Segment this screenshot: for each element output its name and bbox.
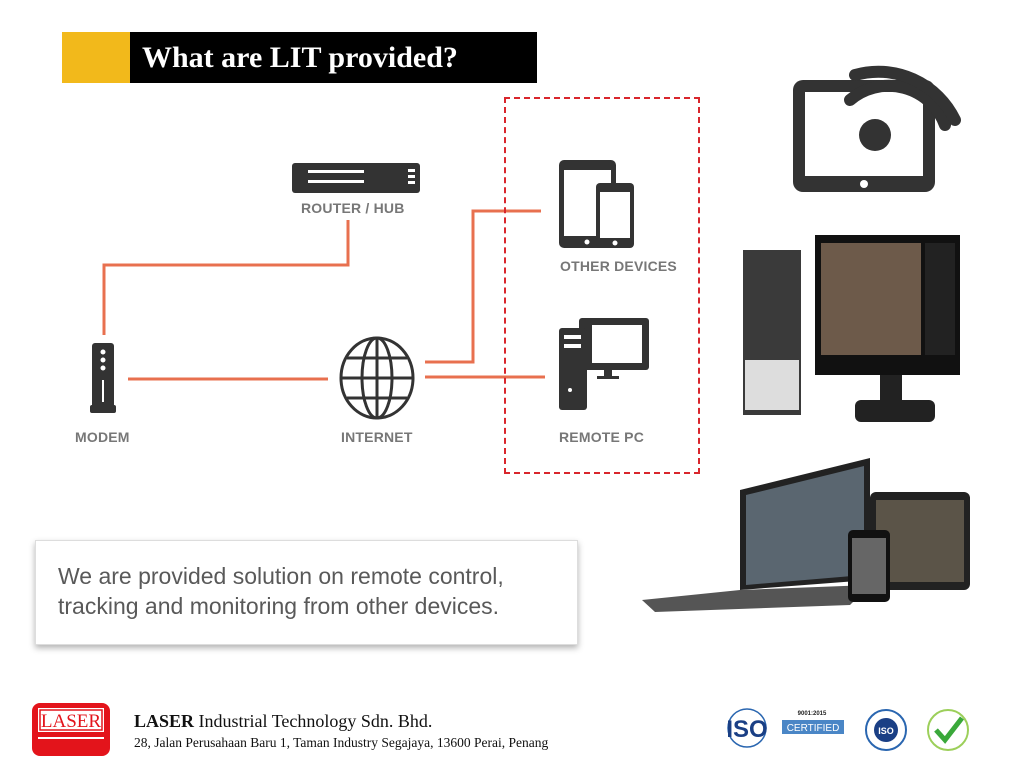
desktop-pc-icon bbox=[559, 318, 649, 410]
company-name: LASER Industrial Technology Sdn. Bhd. bbox=[134, 711, 433, 731]
internet-label: INTERNET bbox=[341, 429, 413, 445]
modem-icon bbox=[90, 343, 116, 413]
connection-lines bbox=[102, 209, 545, 381]
globe-icon bbox=[339, 336, 415, 420]
page-title: What are LIT provided? bbox=[130, 32, 537, 83]
iso-seal-icon: ISO bbox=[865, 709, 907, 751]
svg-text:ISO: ISO bbox=[878, 726, 894, 736]
title-accent bbox=[62, 32, 130, 83]
svg-text:9001:2015: 9001:2015 bbox=[798, 711, 827, 717]
router-modem-line bbox=[102, 220, 350, 335]
other-devices-label: OTHER DEVICES bbox=[560, 258, 677, 274]
remote-devices-box bbox=[504, 97, 700, 474]
modem-label: MODEM bbox=[75, 429, 130, 445]
router-label: ROUTER / HUB bbox=[301, 200, 405, 216]
laptop-tablet-illustration bbox=[642, 458, 970, 612]
internet-devices-line bbox=[425, 209, 541, 364]
mobile-devices-icon bbox=[559, 160, 634, 248]
router-icon bbox=[292, 163, 420, 193]
iso-globe-icon: ISO bbox=[726, 708, 768, 748]
callout-line-1: We are provided solution on remote contr… bbox=[58, 563, 504, 589]
remote-pc-label: REMOTE PC bbox=[559, 429, 645, 445]
cctv-desktop-illustration bbox=[743, 235, 960, 422]
callout-line-2: tracking and monitoring from other devic… bbox=[58, 593, 500, 619]
svg-text:CERTIFIED: CERTIFIED bbox=[787, 723, 840, 734]
svg-text:ISO: ISO bbox=[726, 716, 767, 743]
certification-logos: ISO 9001:2015 CERTIFIED ISO bbox=[726, 708, 969, 751]
laser-logo: LASER bbox=[32, 703, 110, 756]
wifi-tablet-illustration bbox=[793, 65, 961, 192]
svg-text:LASER: LASER bbox=[41, 711, 102, 732]
approved-check-icon bbox=[927, 709, 969, 751]
company-address: 28, Jalan Perusahaan Baru 1, Taman Indus… bbox=[134, 735, 549, 750]
description-callout: We are provided solution on remote contr… bbox=[35, 540, 578, 645]
